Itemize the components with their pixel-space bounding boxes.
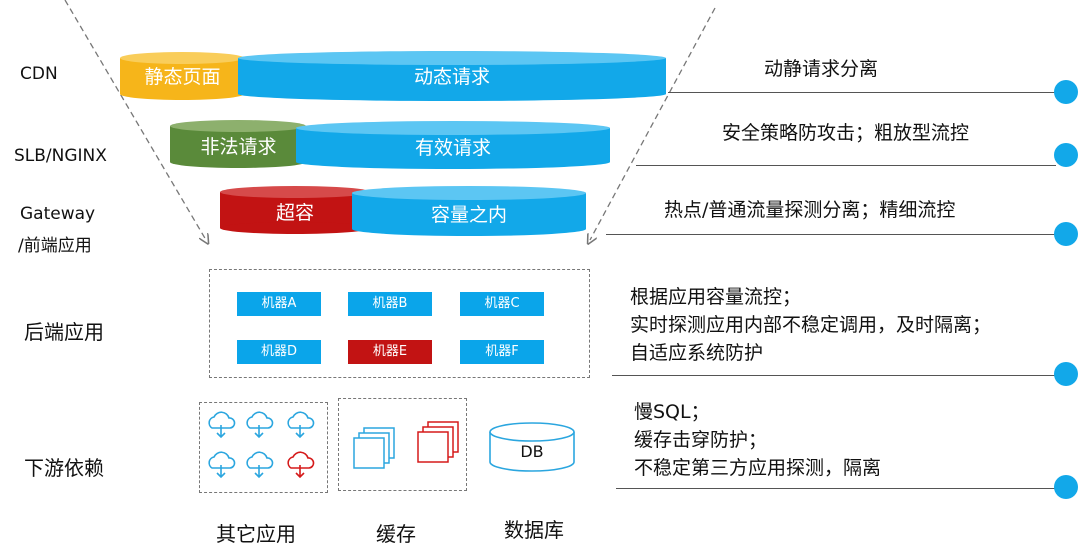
layer-gateway-label-1: Gateway [20, 204, 96, 224]
cylinder-slb-valid [296, 121, 610, 169]
bullet-dot-gateway [1054, 222, 1078, 246]
divider-gateway [606, 234, 1056, 235]
funnel-right-line [590, 7, 716, 240]
slb-valid-label: 有效请求 [414, 137, 491, 159]
cache-pages-icon [353, 427, 395, 469]
cloud-download-icon [208, 451, 236, 479]
desc-downstream-line2: 缓存击穿防护； [634, 429, 768, 451]
slb-illegal-label: 非法请求 [200, 136, 277, 158]
cache-box [338, 398, 467, 491]
cloud-download-icon [287, 411, 315, 439]
bullet-dot-downstream [1054, 475, 1078, 499]
desc-backend-line3: 自适应系统防护 [630, 342, 764, 364]
layer-backend-label: 后端应用 [24, 320, 104, 344]
layer-cdn-label: CDN [20, 64, 58, 84]
cylinder-cdn-dynamic [238, 51, 666, 101]
database-icon [489, 422, 575, 472]
desc-downstream-line1: 慢SQL； [634, 401, 710, 423]
cdn-dynamic-label: 动态请求 [413, 66, 490, 88]
cache-pages-icon-red [417, 421, 459, 463]
cylinder-slb-illegal [170, 120, 307, 168]
divider-slb [636, 165, 1056, 166]
cloud-download-icon [246, 451, 274, 479]
machine-f: 机器F [460, 340, 544, 364]
bullet-dot-cdn [1054, 80, 1078, 104]
cylinder-gw-within [352, 186, 586, 236]
db-label: DB [520, 442, 544, 461]
layer-slb-label: SLB/NGINX [14, 146, 107, 166]
cylinder-cdn-static [120, 52, 245, 100]
cloud-icons [208, 411, 315, 479]
bullet-dot-backend [1054, 362, 1078, 386]
gw-over-label: 超容 [275, 202, 314, 224]
cloud-download-icon [246, 411, 274, 439]
layer-gateway-label-2: /前端应用 [18, 236, 92, 256]
cylinder-gw-over [220, 186, 370, 234]
desc-slb: 安全策略防攻击；粗放型流控 [722, 122, 970, 144]
desc-downstream-line3: 不稳定第三方应用探测，隔离 [634, 457, 882, 479]
layer-downstream-label: 下游依赖 [24, 456, 104, 480]
backend-machines-box [209, 269, 590, 378]
divider-backend [612, 375, 1056, 376]
cloud-download-icon-red [287, 451, 315, 479]
divider-cdn [668, 92, 1056, 93]
bottom-cache-label: 缓存 [376, 522, 416, 546]
machine-d: 机器D [237, 340, 321, 364]
desc-cdn: 动静请求分离 [764, 58, 879, 80]
machine-e: 机器E [348, 340, 432, 364]
bottom-database-label: 数据库 [504, 518, 564, 542]
divider-downstream [616, 488, 1056, 489]
desc-backend-line2: 实时探测应用内部不稳定调用，及时隔离； [630, 314, 992, 336]
funnel-left-line [64, 0, 206, 240]
machine-b: 机器B [348, 292, 432, 316]
cloud-download-icon [208, 411, 236, 439]
machine-c: 机器C [460, 292, 544, 316]
desc-backend-line1: 根据应用容量流控； [630, 286, 802, 308]
machine-a: 机器A [237, 292, 321, 316]
other-apps-box [199, 402, 328, 493]
bullet-dot-slb [1054, 143, 1078, 167]
gw-within-label: 容量之内 [430, 204, 507, 226]
bottom-other-apps-label: 其它应用 [216, 522, 296, 546]
desc-gateway: 热点/普通流量探测分离；精细流控 [664, 199, 956, 221]
cdn-static-label: 静态页面 [144, 66, 221, 88]
